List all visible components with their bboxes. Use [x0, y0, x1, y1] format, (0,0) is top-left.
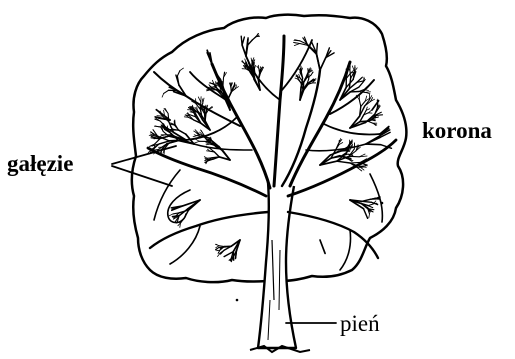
twig [207, 158, 212, 159]
twig [254, 66, 255, 72]
twig [369, 110, 372, 113]
twig [320, 240, 325, 253]
twig [180, 68, 184, 71]
twig [224, 246, 231, 247]
twig [366, 144, 381, 145]
twig [308, 69, 309, 74]
branches-label: gałęzie [7, 152, 73, 175]
twig [162, 93, 164, 97]
twig [369, 214, 370, 218]
twig [198, 97, 201, 102]
twig [359, 166, 366, 167]
twig [246, 39, 248, 56]
twig [236, 251, 237, 258]
twig [359, 100, 361, 107]
trunk-label: pień [340, 312, 380, 335]
twig [250, 65, 251, 68]
twig [359, 82, 363, 87]
twig [367, 121, 373, 123]
twig [218, 254, 220, 257]
twig [368, 206, 373, 208]
twig [345, 151, 350, 152]
twig [350, 162, 360, 163]
twig [316, 53, 320, 70]
twig [242, 45, 246, 56]
trunk [250, 182, 310, 352]
twig [205, 114, 206, 121]
twig [365, 92, 370, 93]
twig [169, 214, 173, 216]
twig [251, 58, 252, 63]
twig [254, 65, 255, 69]
twig [193, 111, 196, 112]
twig [350, 71, 351, 79]
twig [252, 37, 256, 40]
twig [179, 130, 186, 134]
twig [194, 141, 200, 143]
twig [320, 58, 326, 70]
twig [259, 70, 260, 74]
twig [359, 92, 366, 93]
twig [294, 44, 300, 46]
branches-leader-upper [112, 146, 176, 164]
branches-leader-lower [112, 166, 172, 186]
crown-label: korona [422, 119, 492, 142]
twig [254, 69, 255, 74]
twig [362, 201, 372, 202]
twig [203, 98, 204, 103]
twig [366, 136, 380, 144]
leader-lines [112, 146, 336, 323]
twig [242, 37, 244, 45]
twig [360, 121, 368, 122]
twig [154, 144, 155, 150]
twig [212, 157, 219, 158]
twig [219, 247, 224, 248]
twig [228, 92, 231, 99]
twig [364, 209, 368, 219]
twig [177, 71, 180, 77]
twig [337, 161, 350, 163]
twig [210, 53, 212, 64]
twig [301, 72, 302, 78]
twig [214, 152, 219, 157]
twig [164, 90, 169, 93]
